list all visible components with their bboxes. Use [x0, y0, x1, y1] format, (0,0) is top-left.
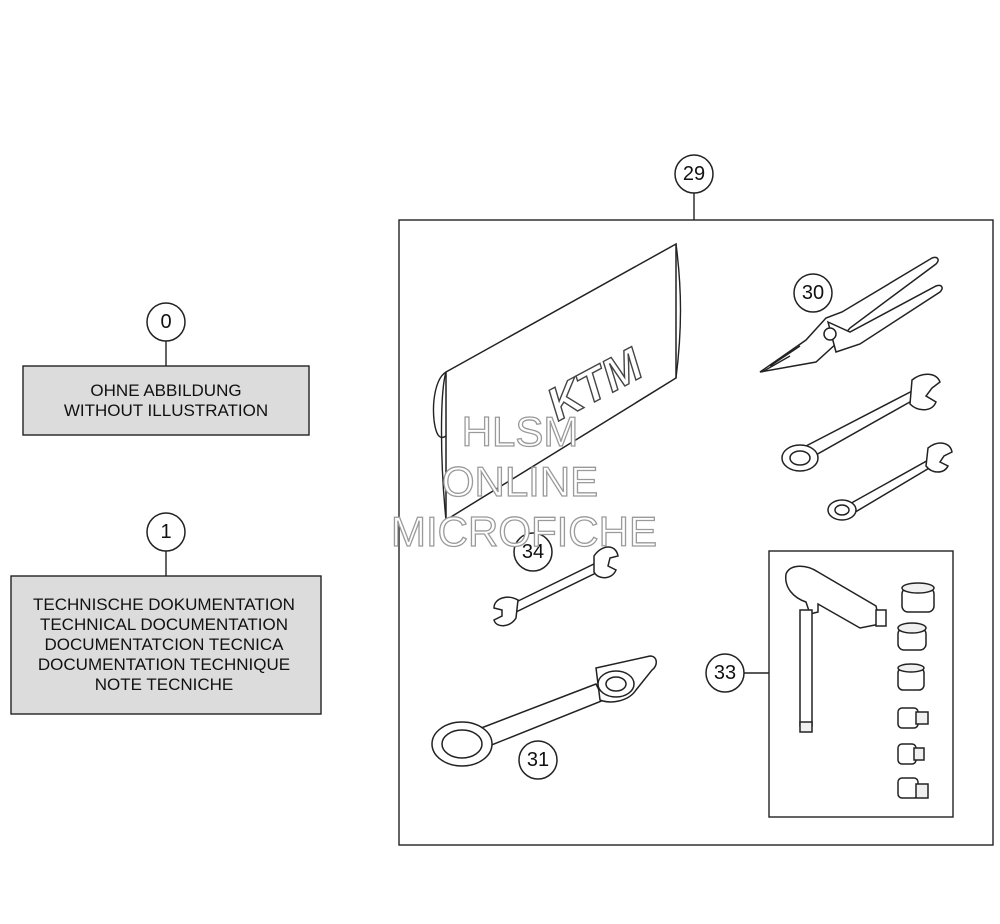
- callout-33[interactable]: 33: [705, 653, 745, 693]
- ring-spanner[interactable]: [431, 655, 657, 767]
- socket-bit[interactable]: [897, 622, 927, 651]
- socket-bit[interactable]: [897, 663, 925, 691]
- note-line: DOCUMENTATCION TECNICA: [45, 635, 285, 654]
- callout-1[interactable]: 1: [146, 512, 186, 552]
- watermark-line: ONLINE: [442, 458, 598, 505]
- callout-1-label: 1: [160, 521, 171, 543]
- callout-29[interactable]: 29: [674, 154, 714, 194]
- callout-30-label: 30: [802, 282, 824, 304]
- note-line: NOTE TECNICHE: [95, 675, 234, 694]
- open-end-wrench[interactable]: [493, 546, 619, 627]
- watermark-line: MICROFICHE: [391, 508, 657, 555]
- callout-29-label: 29: [683, 163, 705, 185]
- note-line: WITHOUT ILLUSTRATION: [64, 401, 268, 420]
- documentation-note: TECHNISCHE DOKUMENTATION TECHNICAL DOCUM…: [10, 575, 322, 715]
- tool-kit-frame: [398, 219, 994, 846]
- note-line: DOCUMENTATION TECHNIQUE: [38, 655, 290, 674]
- combination-wrench-small[interactable]: [827, 442, 953, 521]
- combination-wrench-large[interactable]: [781, 373, 941, 472]
- torx-bit[interactable]: [897, 777, 929, 799]
- callout-33-label: 33: [714, 662, 736, 684]
- torx-bit[interactable]: [897, 707, 929, 729]
- callout-30[interactable]: 30: [793, 273, 833, 313]
- callout-31[interactable]: 31: [518, 740, 558, 780]
- callout-0-label: 0: [160, 311, 171, 333]
- note-line: TECHNISCHE DOKUMENTATION: [33, 595, 295, 614]
- note-line: OHNE ABBILDUNG: [90, 381, 241, 400]
- torx-bit[interactable]: [897, 743, 925, 765]
- no-illustration-note: OHNE ABBILDUNG WITHOUT ILLUSTRATION: [22, 365, 310, 436]
- pliers[interactable]: [759, 256, 943, 373]
- callout-31-label: 31: [527, 749, 549, 771]
- note-line: TECHNICAL DOCUMENTATION: [40, 615, 288, 634]
- callout-34[interactable]: 34: [513, 532, 553, 572]
- callout-0[interactable]: 0: [146, 302, 186, 342]
- bit-set-frame: [768, 550, 954, 818]
- watermark-line: HLSM: [462, 408, 579, 455]
- t-handle-driver[interactable]: [785, 565, 887, 733]
- tool-bag[interactable]: KTM: [432, 242, 682, 522]
- callout-34-label: 34: [522, 541, 544, 563]
- watermark: HLSM ONLINE MICROFICHE: [390, 407, 657, 555]
- socket-bit[interactable]: [901, 582, 935, 613]
